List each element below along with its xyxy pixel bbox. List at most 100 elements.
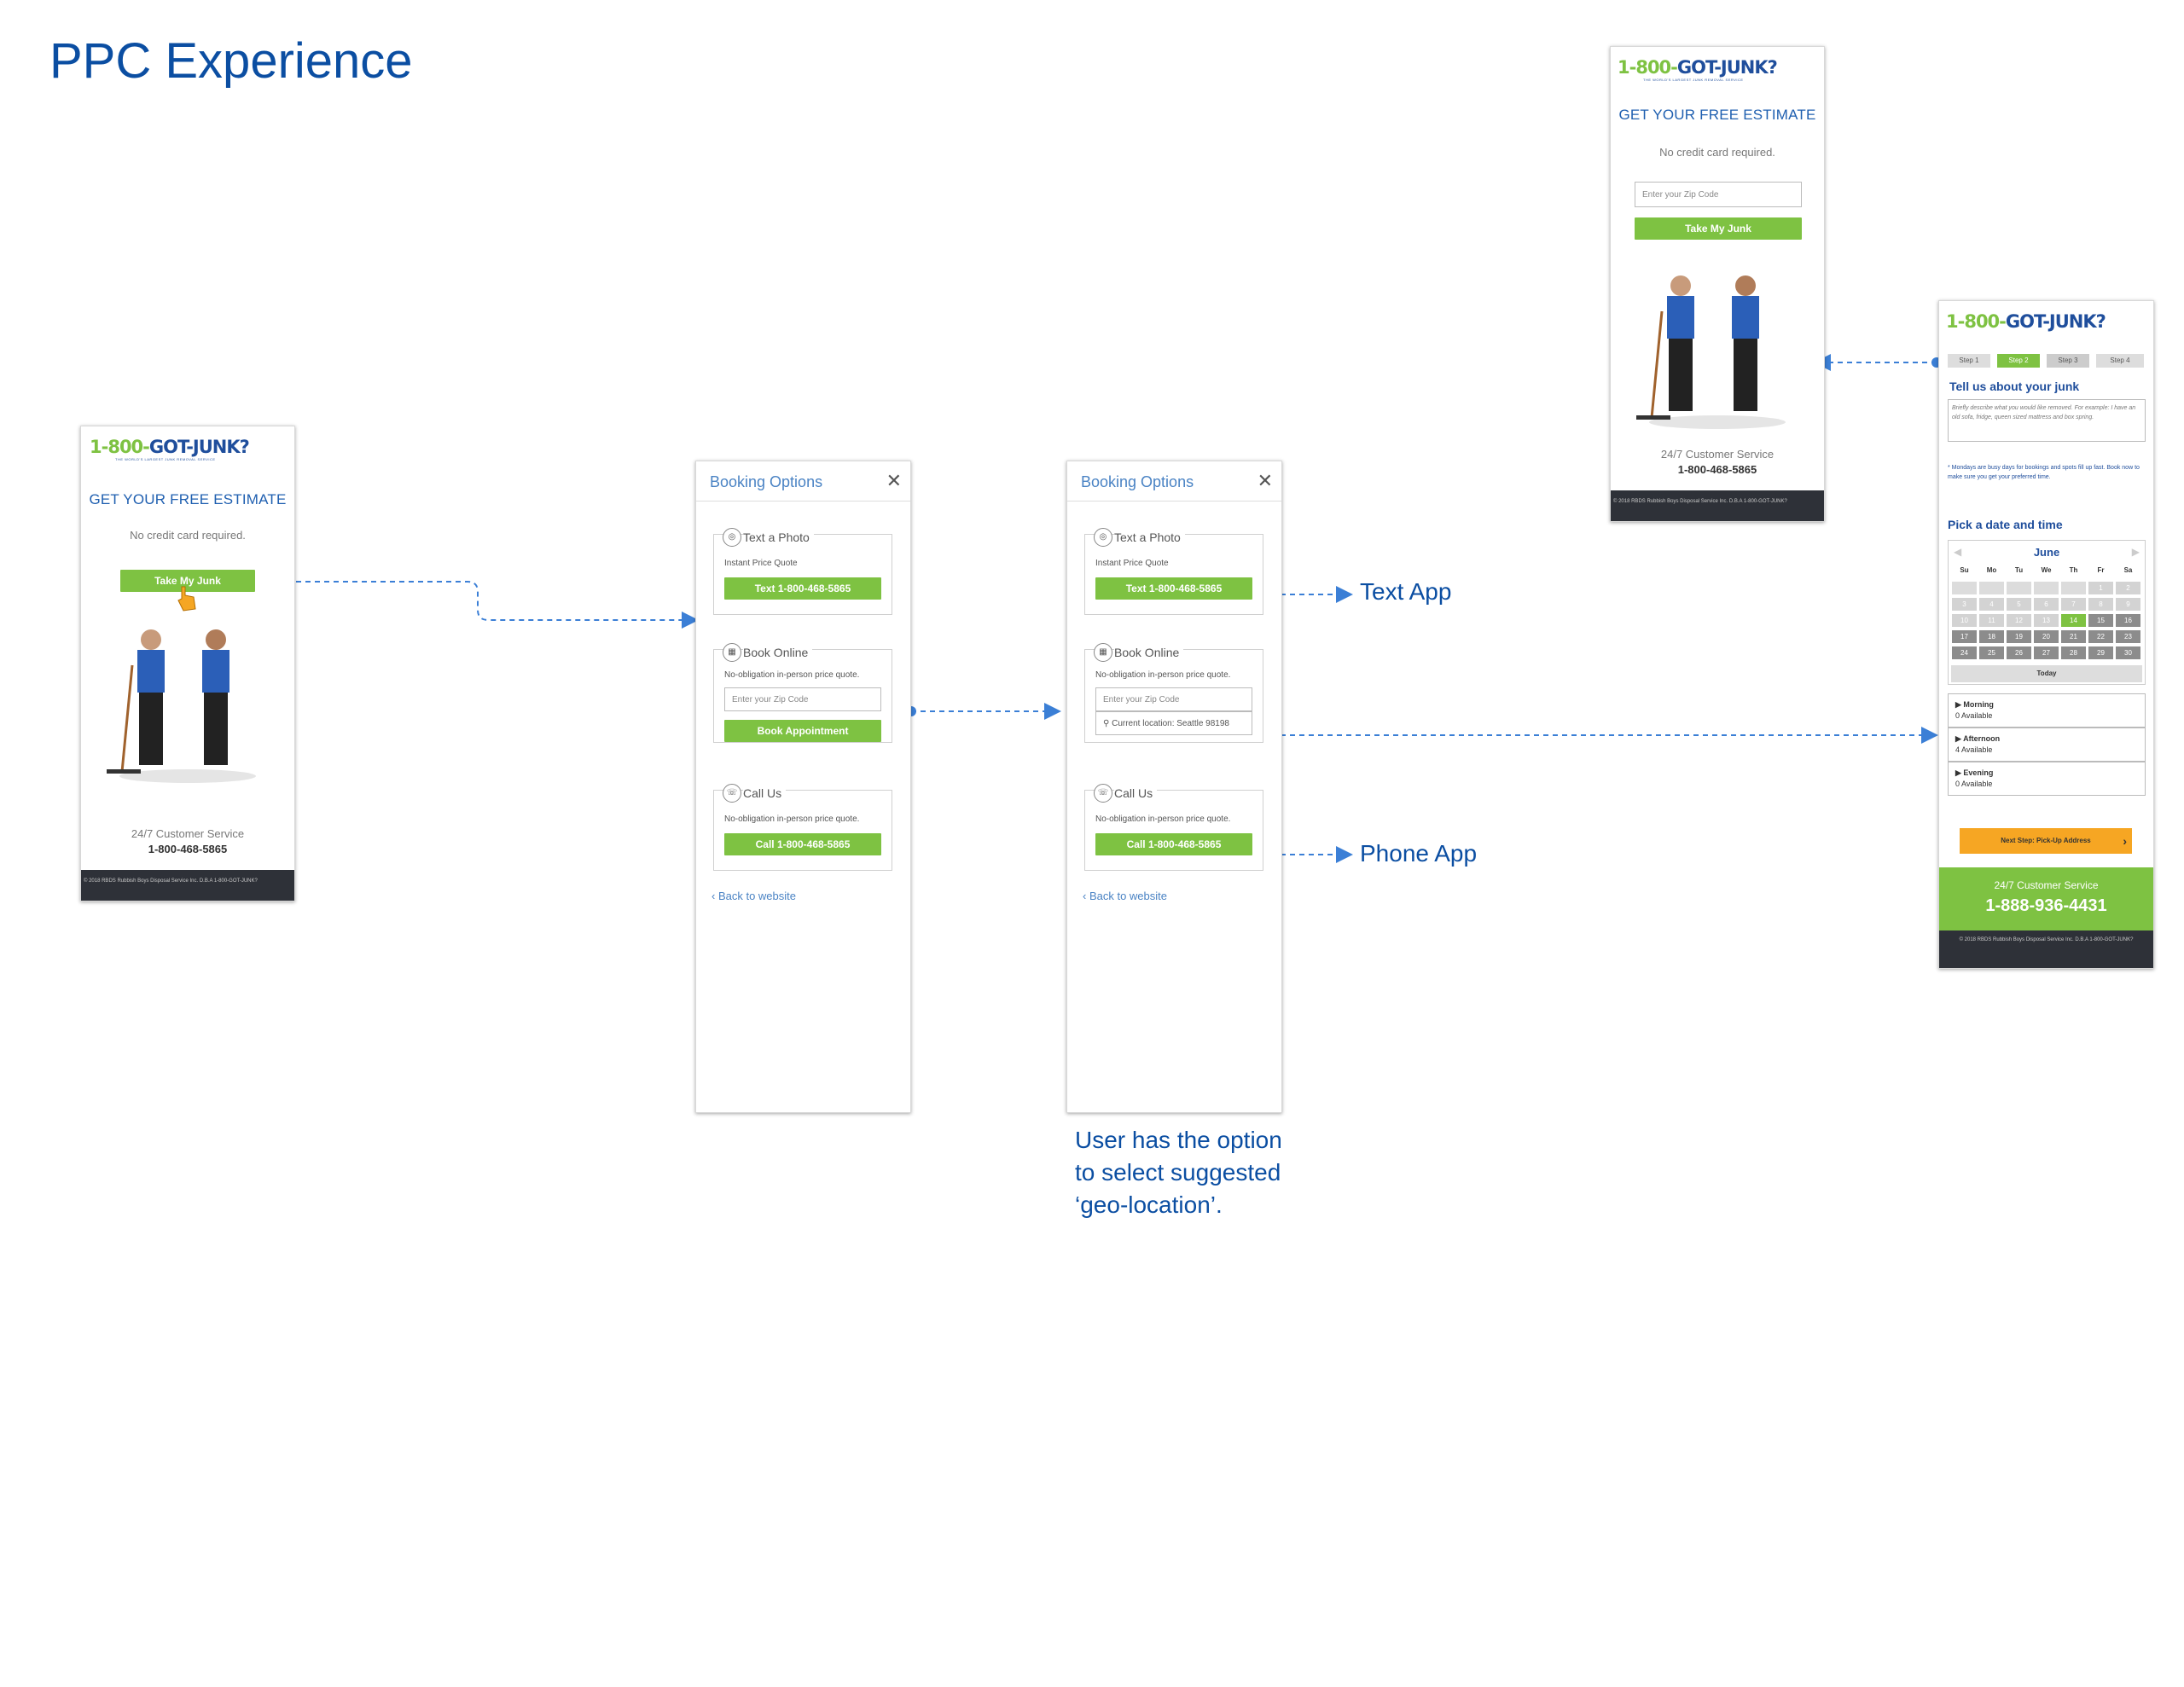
logo-tagline: THE WORLD'S LARGEST JUNK REMOVAL SERVICE	[1643, 78, 1744, 82]
crew-photo	[107, 629, 256, 783]
customer-service-phone[interactable]: 1-800-468-5865	[148, 843, 228, 855]
geo-location-suggestion[interactable]: ⚲ Current location: Seattle 98198	[1095, 711, 1252, 735]
customer-service-label: 24/7 Customer Service	[1994, 879, 2099, 891]
calendar-day[interactable]: 24	[1952, 646, 1977, 659]
call-quote-text: No-obligation in-person price quote.	[724, 815, 860, 824]
prev-month-icon[interactable]: ◀	[1954, 546, 1962, 558]
take-my-junk-button[interactable]: Take My Junk	[120, 570, 255, 592]
calendar-day[interactable]: 28	[2061, 646, 2086, 659]
landing-footer: © 2018 RBDS Rubbish Boys Disposal Servic…	[1611, 490, 1824, 521]
crew-photo	[1636, 275, 1786, 429]
zip-code-input[interactable]: Enter your Zip Code	[1635, 182, 1802, 207]
close-icon[interactable]: ✕	[886, 470, 902, 491]
calendar-day[interactable]: 12	[2007, 614, 2031, 627]
text-button[interactable]: Text 1-800-468-5865	[724, 577, 881, 600]
calendar-day[interactable]: 4	[1979, 598, 2004, 611]
calendar-day[interactable]: 10	[1952, 614, 1977, 627]
call-button[interactable]: Call 1-800-468-5865	[724, 833, 881, 855]
in-person-quote-text: No-obligation in-person price quote.	[724, 670, 860, 680]
customer-service-phone[interactable]: 1-800-468-5865	[1677, 463, 1757, 476]
estimate-heading: GET YOUR FREE ESTIMATE	[89, 491, 287, 507]
weekday-label: Th	[2069, 566, 2078, 574]
weekday-label: Sa	[2123, 566, 2133, 574]
calendar-day[interactable]: 20	[2034, 630, 2059, 643]
call-us-title: Call Us	[1114, 786, 1158, 800]
booking-options-title: Booking Options	[710, 473, 823, 490]
location-pin-icon: ⚲	[1103, 719, 1112, 728]
calendar-day[interactable]: 14	[2061, 614, 2086, 627]
calendar-day[interactable]: 27	[2034, 646, 2059, 659]
weekday-label: Fr	[2097, 566, 2105, 574]
hand-cursor-icon	[177, 586, 196, 612]
calendar-day[interactable]: 25	[1979, 646, 2004, 659]
calendar-day[interactable]: 17	[1952, 630, 1977, 643]
page-title: PPC Experience	[49, 33, 413, 89]
call-us-card: ☏ Call Us No-obligation in-person price …	[1084, 784, 1263, 871]
calendar-day[interactable]: 19	[2007, 630, 2031, 643]
calendar-day[interactable]: 1	[2088, 582, 2113, 594]
next-step-button[interactable]: Next Step: Pick-Up Address›	[1960, 828, 2132, 854]
scheduler-screen: 1-800-GOT-JUNK? Step 1 Step 2 Step 3 Ste…	[1938, 300, 2154, 969]
junk-heading: Tell us about your junk	[1949, 380, 2080, 393]
calendar-day[interactable]: 15	[2088, 614, 2113, 627]
phone-app-label: Phone App	[1360, 840, 1478, 867]
calendar-day[interactable]: 9	[2116, 598, 2140, 611]
calendar-day[interactable]: 21	[2061, 630, 2086, 643]
text-button[interactable]: Text 1-800-468-5865	[1095, 577, 1252, 600]
calendar-day[interactable]: 7	[2061, 598, 2086, 611]
book-appointment-button[interactable]: Book Appointment	[724, 720, 881, 742]
instant-quote-text: Instant Price Quote	[724, 559, 798, 568]
weekday-label: We	[2041, 566, 2052, 574]
calendar-day[interactable]: 6	[2034, 598, 2059, 611]
call-button[interactable]: Call 1-800-468-5865	[1095, 833, 1252, 855]
junk-description-textarea[interactable]: Briefly describe what you would like rem…	[1948, 399, 2146, 442]
booking-options-title: Booking Options	[1081, 473, 1194, 490]
calendar-day[interactable]: 13	[2034, 614, 2059, 627]
customer-service-phone[interactable]: 1-888-936-4431	[1985, 896, 2107, 915]
calendar-day[interactable]: 29	[2088, 646, 2113, 659]
text-app-label: Text App	[1360, 578, 1452, 605]
calendar-day[interactable]: 3	[1952, 598, 1977, 611]
zip-code-input[interactable]: Enter your Zip Code	[724, 687, 881, 711]
book-online-card: ▦ Book Online No-obligation in-person pr…	[1084, 643, 1263, 743]
calendar-day	[2034, 582, 2059, 594]
calendar-day	[2007, 582, 2031, 594]
step-1[interactable]: Step 1	[1948, 354, 1990, 368]
calendar-day[interactable]: 2	[2116, 582, 2140, 594]
scheduler-service-bar: 24/7 Customer Service 1-888-936-4431	[1939, 867, 2153, 930]
landing-footer: © 2018 RBDS Rubbish Boys Disposal Servic…	[81, 870, 294, 901]
calendar-icon: ▦	[1094, 643, 1112, 662]
back-to-website-link[interactable]: ‹ Back to website	[1083, 890, 1167, 902]
today-button[interactable]: Today	[1951, 665, 2142, 682]
take-my-junk-button[interactable]: Take My Junk	[1635, 217, 1802, 240]
calendar-day[interactable]: 18	[1979, 630, 2004, 643]
book-online-title: Book Online	[1114, 646, 1184, 659]
calendar-day[interactable]: 22	[2088, 630, 2113, 643]
phone-icon: ☏	[1094, 784, 1112, 803]
weekday-label: Su	[1960, 566, 1969, 574]
calendar-day[interactable]: 11	[1979, 614, 2004, 627]
calendar-day[interactable]: 16	[2116, 614, 2140, 627]
booking-options-geo-screen: Booking Options ✕ ◎ Text a Photo Instant…	[1066, 461, 1282, 1113]
step-2[interactable]: Step 2	[1997, 354, 2040, 368]
calendar-day[interactable]: 5	[2007, 598, 2031, 611]
calendar-day[interactable]: 30	[2116, 646, 2140, 659]
call-quote-text: No-obligation in-person price quote.	[1095, 815, 1231, 824]
calendar-day[interactable]: 8	[2088, 598, 2113, 611]
call-us-title: Call Us	[743, 786, 787, 800]
landing-screen-return: 1-800-GOT-JUNK? THE WORLD'S LARGEST JUNK…	[1610, 46, 1825, 522]
next-month-icon[interactable]: ▶	[2131, 546, 2140, 558]
close-icon[interactable]: ✕	[1257, 470, 1273, 491]
brand-logo: 1-800-GOT-JUNK?	[1618, 57, 1778, 78]
zip-code-input[interactable]: Enter your Zip Code	[1095, 687, 1252, 711]
calendar-day[interactable]: 26	[2007, 646, 2031, 659]
step-3[interactable]: Step 3	[2047, 354, 2089, 368]
calendar-day[interactable]: 23	[2116, 630, 2140, 643]
monday-notice: * Mondays are busy days for bookings and…	[1948, 465, 2140, 480]
back-to-website-link[interactable]: ‹ Back to website	[712, 890, 796, 902]
calendar-day	[1952, 582, 1977, 594]
step-4[interactable]: Step 4	[2096, 354, 2144, 368]
